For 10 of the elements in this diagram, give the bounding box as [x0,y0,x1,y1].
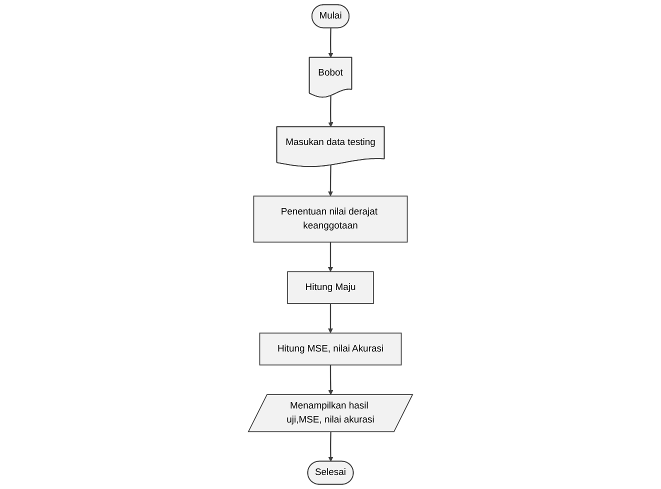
arrow [328,28,334,58]
arrow [328,96,334,128]
arrow [328,165,334,196]
arrow [328,242,334,272]
arrow [328,364,334,396]
node-box: Hitung MSE, nilai Akurasi [259,332,402,366]
arrow [328,432,334,462]
arrow [328,304,334,334]
node-box: Penentuan nilai derajat keanggotaan [253,196,408,243]
node-box: Hitung Maju [287,271,374,304]
